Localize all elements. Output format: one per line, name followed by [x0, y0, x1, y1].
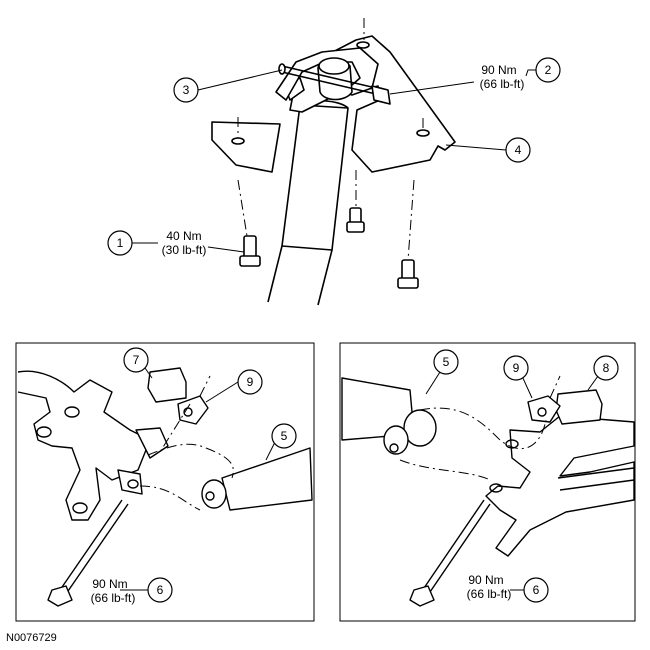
callout-8-label: 8 [603, 361, 610, 375]
torque-lower-metric: 40 Nm [166, 229, 201, 243]
callout-5-right: 5 [433, 349, 459, 375]
callout-6-left-label: 6 [157, 583, 164, 597]
callout-8: 8 [593, 355, 619, 381]
torque-right-metric: 90 Nm [468, 573, 503, 587]
callout-7: 7 [123, 347, 149, 373]
torque-upper-metric: 90 Nm [481, 63, 516, 77]
top-assembly [132, 18, 536, 306]
alignment-lines [237, 18, 424, 261]
callout-5-left: 5 [271, 423, 297, 449]
callout-7-label: 7 [133, 353, 140, 367]
lower-bolt-left [239, 235, 261, 267]
torque-right-imperial: (66 lb-ft) [467, 587, 512, 601]
leader-lines-top [132, 69, 536, 253]
torque-left-imperial: (66 lb-ft) [91, 591, 136, 605]
callout-9-left-label: 9 [247, 375, 254, 389]
callout-9-right-label: 9 [513, 361, 520, 375]
callout-6-right: 6 [523, 577, 549, 603]
right-detail-panel: 5 9 8 6 90 Nm (66 lb-ft) [339, 342, 636, 622]
callout-9-left: 9 [237, 369, 263, 395]
document-code: N0076729 [6, 632, 57, 644]
callout-4-label: 4 [515, 143, 522, 157]
torque-lower-imperial: (30 lb-ft) [162, 243, 207, 257]
callout-5-right-label: 5 [443, 355, 450, 369]
torque-upper-imperial: (66 lb-ft) [480, 77, 525, 91]
lower-bolt-middle [346, 207, 365, 233]
upper-through-bolt [278, 63, 391, 105]
callout-6-left: 6 [147, 577, 173, 603]
torque-left-metric: 90 Nm [92, 577, 127, 591]
callout-2: 2 [535, 57, 561, 83]
callout-2-label: 2 [545, 63, 552, 77]
callout-6-right-label: 6 [533, 583, 540, 597]
left-detail-panel: 7 9 5 6 90 Nm (66 lb-ft) [15, 342, 315, 622]
callout-3-label: 3 [183, 83, 190, 97]
callout-3: 3 [173, 77, 199, 103]
callout-1: 1 [107, 230, 133, 256]
shock-absorber [267, 99, 349, 306]
lower-bolt-right [397, 259, 419, 289]
callout-9-right: 9 [503, 355, 529, 381]
callout-1-label: 1 [117, 236, 124, 250]
callout-4: 4 [505, 137, 531, 163]
callout-5-left-label: 5 [281, 429, 288, 443]
